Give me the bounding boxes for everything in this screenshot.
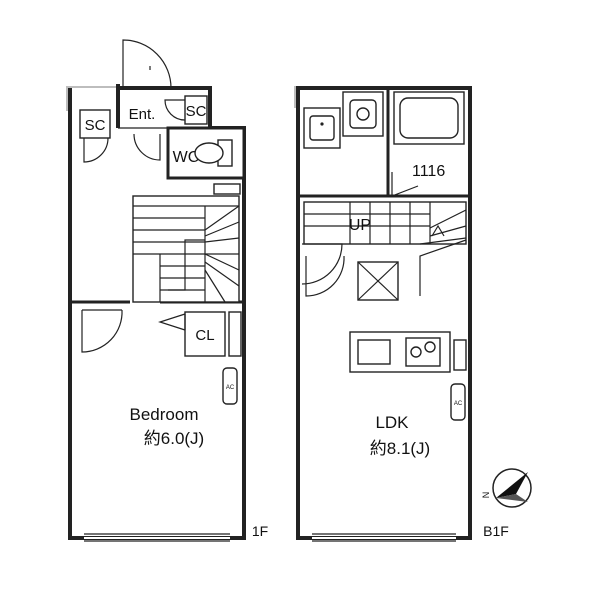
stair-winder [204, 237, 240, 243]
stairs-b1f [303, 201, 467, 296]
floor-label-b1f: B1F [483, 523, 509, 539]
wc-label: WC [173, 149, 200, 166]
stairs-outline [132, 195, 240, 303]
kitchen-sink [357, 339, 391, 365]
sc-right-door-swing [164, 99, 186, 121]
washbasin-bowl [309, 115, 335, 141]
bathtub-inner [399, 97, 459, 139]
ldk-name: LDK [375, 413, 409, 432]
stair-winder [429, 209, 467, 229]
washbasin-tap [320, 122, 324, 126]
storage-door-swing [301, 243, 343, 285]
stair-winder [204, 261, 240, 287]
stair-winder [204, 253, 240, 271]
ac-unit-b1f [450, 383, 466, 421]
stairs-1f [132, 195, 240, 303]
outer-wall-b1f [296, 86, 472, 540]
fridge-space [453, 339, 467, 371]
void-cross [357, 261, 399, 301]
floor-label-1f: 1F [252, 523, 268, 539]
sc-right-box [184, 95, 208, 125]
burner [410, 346, 422, 358]
toilet-bowl [194, 142, 224, 164]
stair-up-arrow [431, 224, 445, 237]
compass-label: N [481, 492, 491, 499]
wc-shelf [213, 183, 241, 195]
stair-winder [429, 225, 467, 237]
stair-winder [204, 269, 226, 303]
closet-label: CL [195, 327, 214, 344]
wc-door-swing [133, 133, 161, 161]
sc-left-label: SC [85, 117, 106, 134]
stair-direction-arrow [168, 239, 205, 291]
closet-side [228, 311, 242, 357]
entrance-label: Ent. [129, 106, 156, 123]
stairs-up-label: UP [349, 217, 371, 234]
ac-unit-1f [222, 367, 238, 405]
floor-1f: SC Ent. SC WC [66, 39, 268, 542]
burner [424, 341, 436, 353]
sc-left-box [79, 109, 111, 139]
compass-needle [496, 472, 528, 498]
sc-right-label: SC [186, 103, 207, 120]
closet-box [184, 311, 226, 357]
stair-landing-wall [419, 239, 467, 296]
bath-door-marker [391, 172, 419, 197]
ldk-size: 約8.1(J) [370, 439, 430, 458]
north-arrow-icon: N [481, 468, 532, 508]
bedroom-name: Bedroom [130, 405, 199, 424]
sc-door-swing [83, 137, 109, 163]
closet-door-marker [158, 313, 186, 331]
stair-winder [204, 221, 240, 237]
washing-machine-drain [356, 107, 370, 121]
stair-winder [204, 205, 240, 231]
stair-winder [419, 237, 467, 245]
stairs-outline-b1f [303, 201, 467, 245]
unit-number: 1116 [412, 163, 445, 180]
ac-label-b1f: AC [454, 401, 463, 407]
bedroom-door-swing [81, 309, 123, 353]
floor-b1f: 1116 UP [294, 86, 509, 542]
ldk-door-swing [305, 255, 345, 297]
bedroom-size: 約6.0(J) [144, 429, 204, 448]
entrance-door-swing [122, 39, 172, 89]
ac-label-1f: AC [226, 385, 235, 391]
compass-needle-shade [496, 494, 528, 502]
